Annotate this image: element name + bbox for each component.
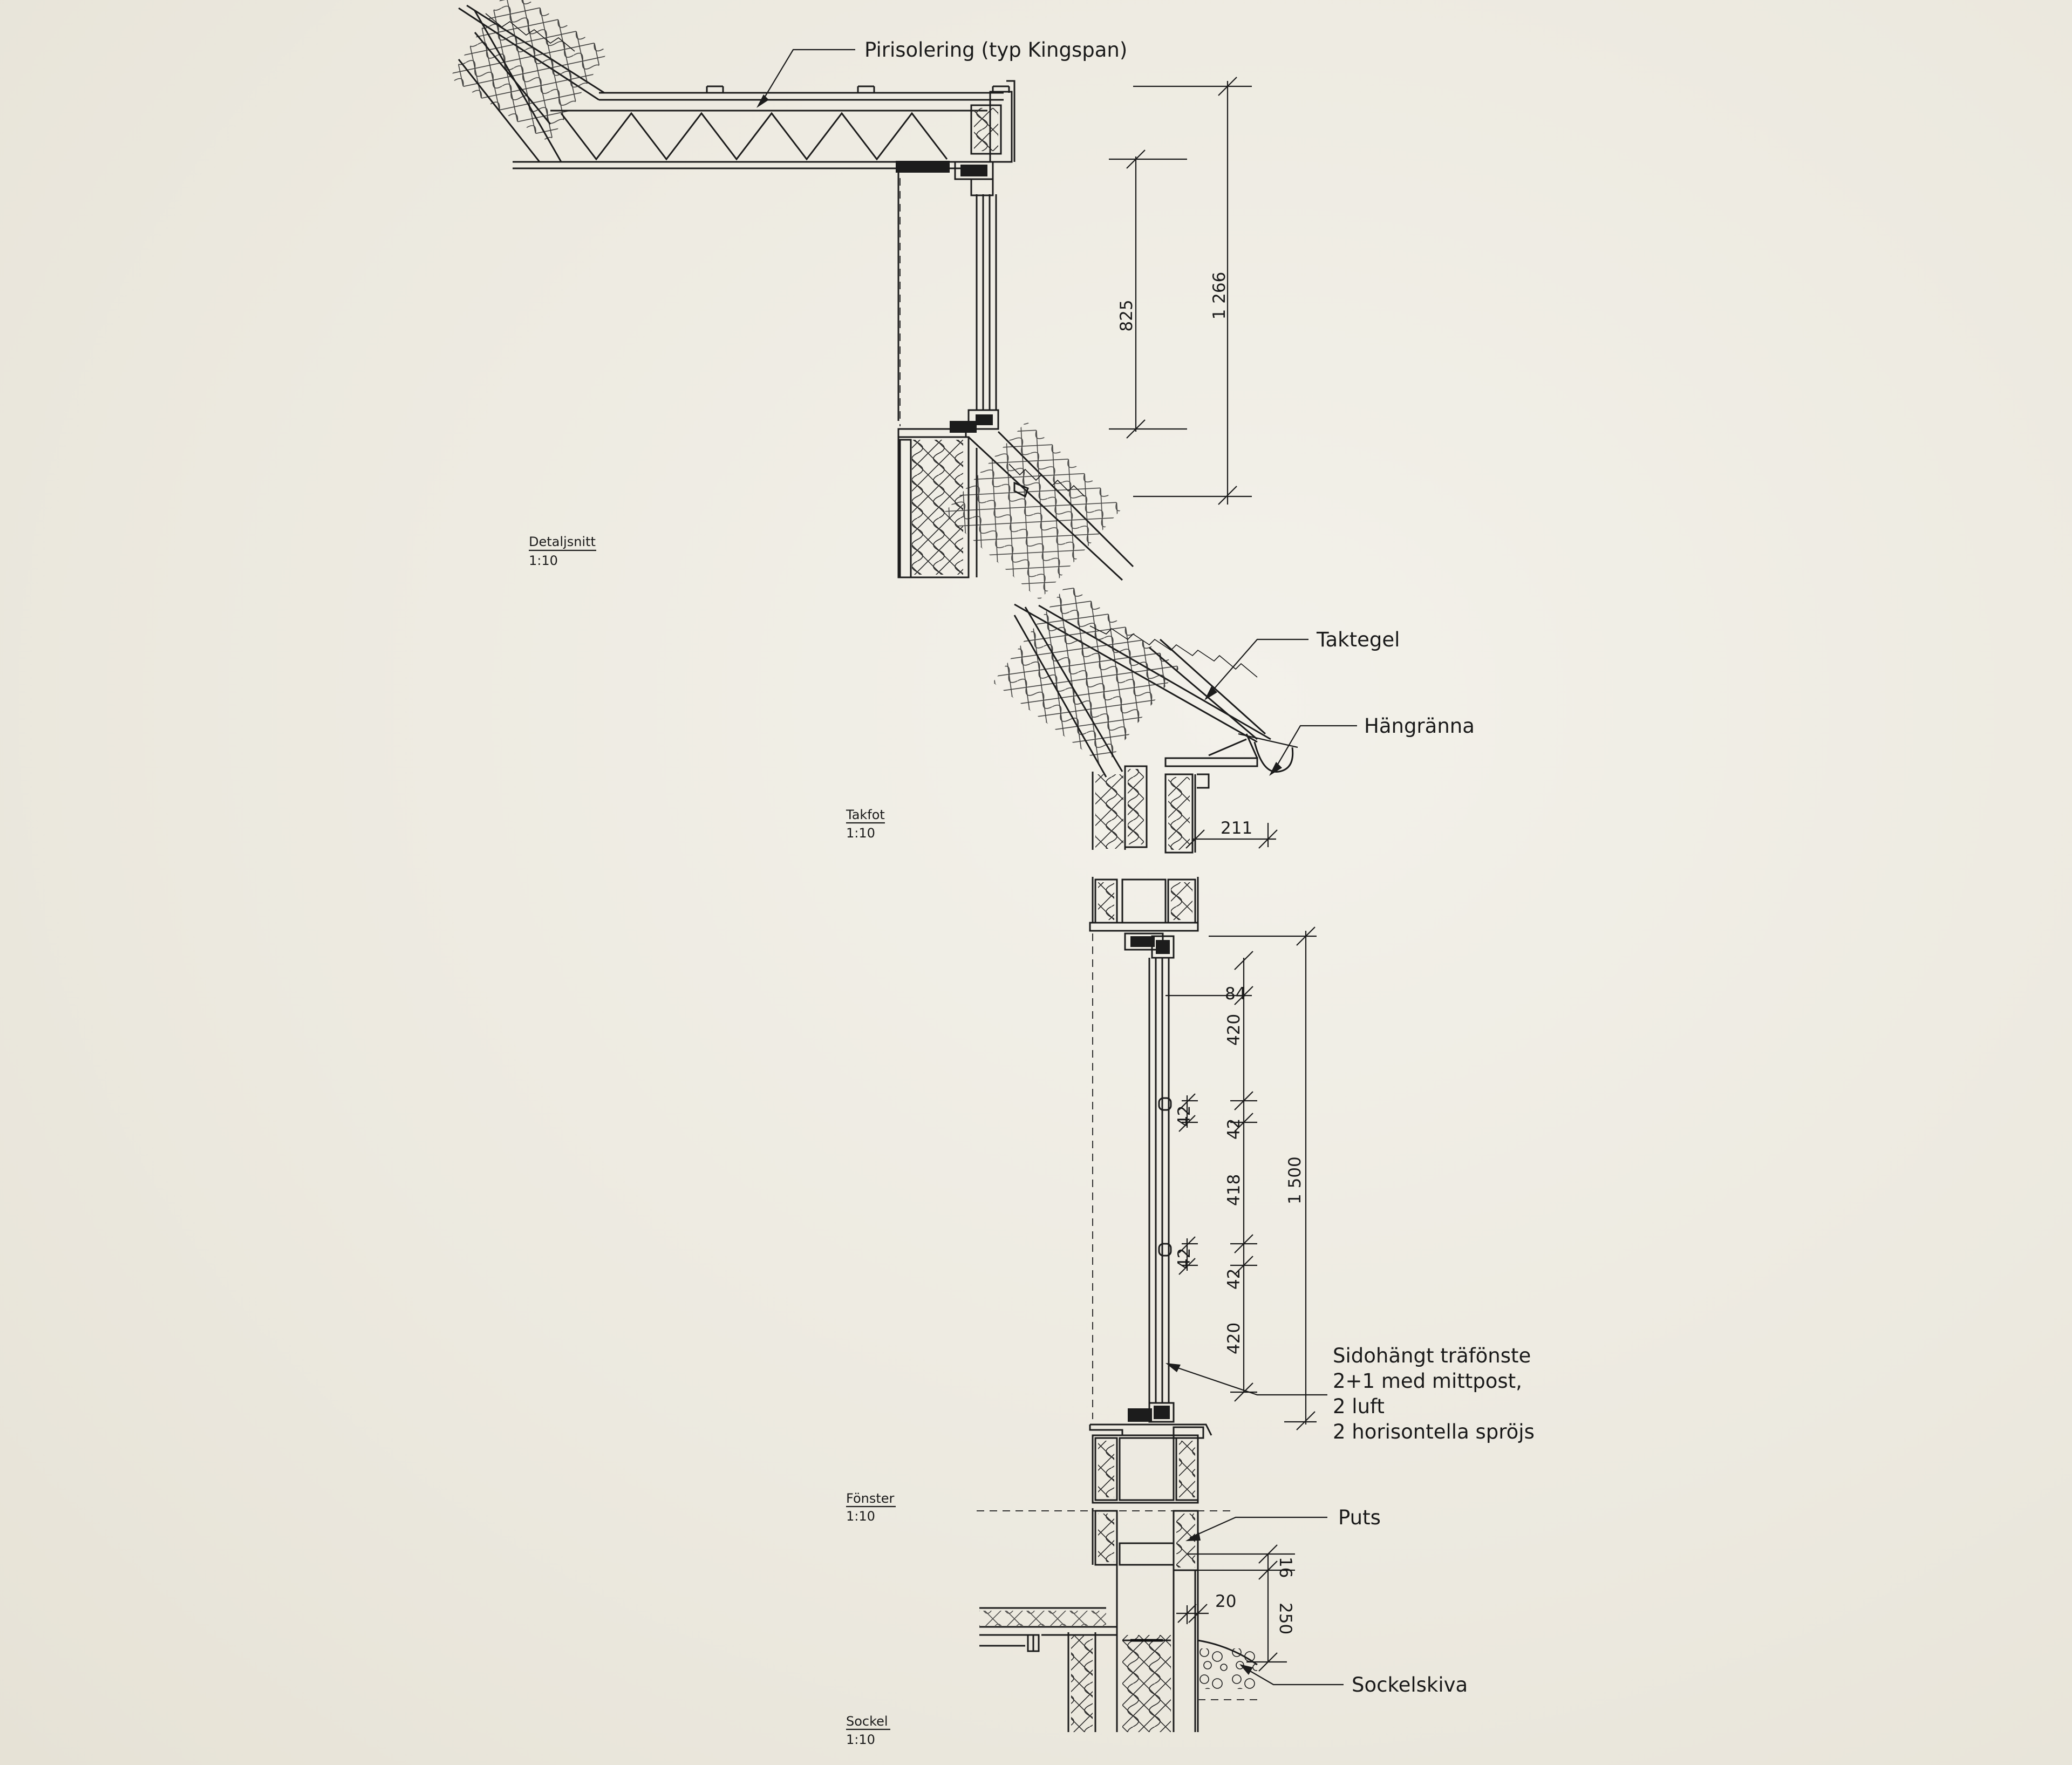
callout-sockelskiva: Sockelskiva — [1239, 1664, 1468, 1696]
detail-eaves — [992, 583, 1298, 854]
label-window-line-1: Sidohängt träfönste — [1333, 1344, 1531, 1367]
label-hangranna: Hängränna — [1364, 714, 1475, 738]
label-taktegel: Taktegel — [1316, 628, 1400, 651]
dimension-211: 211 — [1185, 819, 1278, 849]
label-puts: Puts — [1338, 1506, 1381, 1529]
title-detaljsnitt-name: Detaljsnitt — [529, 534, 596, 549]
title-sockel-name: Sockel — [846, 1714, 888, 1729]
title-detaljsnitt: Detaljsnitt 1:10 — [529, 534, 596, 568]
title-fonster: Fönster 1:10 — [846, 1491, 896, 1524]
dim-42-right-2: 42 — [1224, 1269, 1244, 1290]
callout-hangranna: Hängränna — [1269, 714, 1475, 776]
title-detaljsnitt-scale: 1:10 — [529, 553, 558, 568]
dim-84: 84 — [1225, 984, 1246, 1004]
dim-420-top: 420 — [1224, 1014, 1244, 1046]
dim-42-left-1: 42 — [1175, 1106, 1194, 1127]
dim-16: 16 — [1276, 1557, 1295, 1578]
dim-420-bottom: 420 — [1224, 1323, 1244, 1354]
dim-250: 250 — [1276, 1603, 1295, 1634]
callout-taktegel: Taktegel — [1204, 628, 1400, 700]
title-takfot: Takfot 1:10 — [846, 807, 885, 841]
dim-1500: 1 500 — [1285, 1156, 1305, 1204]
dim-42-left-2: 42 — [1175, 1248, 1194, 1269]
label-pirisolering: Pirisolering (typ Kingspan) — [864, 38, 1127, 62]
title-takfot-scale: 1:10 — [846, 826, 875, 841]
title-takfot-name: Takfot — [846, 807, 885, 822]
detail-plinth — [977, 1508, 1263, 1732]
dim-825: 825 — [1117, 299, 1136, 331]
callout-puts: Puts — [1185, 1506, 1381, 1541]
dim-42-right-1: 42 — [1224, 1119, 1244, 1140]
label-sockelskiva: Sockelskiva — [1352, 1673, 1468, 1696]
dimensions-dormer: 825 1 266 — [1109, 77, 1252, 505]
dimensions-window: 42 42 84 420 42 418 42 420 1 500 — [1166, 926, 1317, 1430]
detail-window — [1089, 877, 1212, 1504]
detail-section-dormer — [449, 0, 1134, 601]
callout-pirisolering: Pirisolering (typ Kingspan) — [756, 38, 1127, 108]
title-sockel-scale: 1:10 — [846, 1732, 875, 1747]
dimensions-plinth: 16 250 20 — [1176, 1544, 1295, 1672]
dim-418: 418 — [1224, 1174, 1244, 1206]
title-fonster-name: Fönster — [846, 1491, 895, 1506]
label-window-line-2: 2+1 med mittpost, — [1333, 1369, 1522, 1393]
title-fonster-scale: 1:10 — [846, 1509, 875, 1524]
dim-211: 211 — [1221, 819, 1252, 838]
callout-window: Sidohängt träfönste 2+1 med mittpost, 2 … — [1166, 1344, 1535, 1443]
label-window-line-4: 2 horisontella spröjs — [1333, 1420, 1535, 1443]
dim-20: 20 — [1215, 1592, 1236, 1611]
label-window-line-3: 2 luft — [1333, 1395, 1385, 1418]
dim-1266: 1 266 — [1210, 272, 1229, 320]
title-sockel: Sockel 1:10 — [846, 1714, 890, 1747]
